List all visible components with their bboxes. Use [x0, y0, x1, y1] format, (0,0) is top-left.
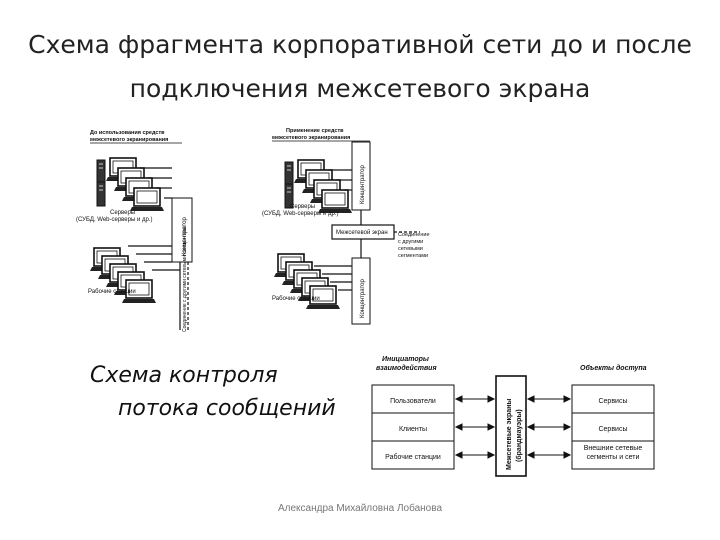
flow-initiators-label-2: взаимодействия — [376, 364, 437, 372]
flow-left-item-1: Пользователи — [390, 398, 436, 405]
flow-objects-label: Объекты доступа — [580, 364, 647, 372]
after-concentrator-bottom-label: Концентратор — [360, 279, 366, 318]
after-servers-label-2: (СУБД, Web-серверы и др.) — [262, 211, 338, 217]
flow-left-item-3: Рабочие станции — [385, 453, 441, 461]
after-concentrator-top-label: Концентратор — [360, 165, 366, 204]
flow-right-item-1: Сервисы — [598, 398, 627, 405]
before-concentrator-label: Концентратор — [182, 217, 188, 256]
diagram-after: Применение средств межсетевого экраниров… — [262, 128, 430, 325]
before-servers-label-1: Серверы — [110, 210, 135, 216]
diagram-flow: Инициаторы взаимодействия Объекты доступ… — [371, 356, 655, 477]
flow-subtitle-line-1: Схема контроля — [90, 363, 278, 388]
after-connection-label-4: сегментами — [398, 253, 428, 259]
author-footer: Александра Михайловна Лобанова — [277, 503, 443, 514]
flow-right-item-2: Сервисы — [598, 426, 627, 433]
before-concentrator — [171, 197, 193, 263]
after-servers-label-1: Серверы — [290, 204, 315, 210]
diagram-before: До использования средств межсетевого экр… — [76, 130, 193, 332]
after-connection-label-3: сетевыми — [398, 246, 423, 252]
before-servers-label-2: (СУБД, Web-серверы и др.) — [76, 217, 152, 223]
after-firewall-label: Межсетевой экран — [336, 229, 388, 236]
flow-right-item-3: Внешние сетевые сегменты и сети — [583, 445, 643, 461]
flow-firewall-label-1: Межсетевые экраны — [506, 399, 513, 470]
flow-initiators-label-1: Инициаторы — [382, 356, 429, 363]
flow-initiators-box — [371, 384, 455, 470]
after-header-line-1: Применение средств — [286, 128, 344, 134]
slide-title-line-2: подключения межсетевого экрана — [129, 74, 591, 103]
after-workstations-label: Рабочие станции — [272, 296, 320, 302]
flow-firewall-box — [495, 375, 527, 477]
after-connection-label-1: Соединение — [398, 232, 430, 238]
flow-left-item-2: Клиенты — [399, 426, 427, 433]
after-connection-label-2: с другими — [398, 239, 423, 245]
flow-firewall-label-2: (брандмауэры) — [515, 409, 523, 462]
flow-objects-box — [571, 384, 655, 470]
flow-subtitle-line-2: потока сообщений — [118, 396, 336, 421]
before-connection-label: Соединение с другими сетевыми сегментами — [182, 226, 188, 332]
after-header-line-2: межсетевого экранирования — [272, 135, 350, 141]
before-header-line-1: До использования средств — [90, 130, 165, 136]
before-servers — [96, 157, 165, 212]
before-header-line-2: межсетевого экранирования — [90, 137, 168, 143]
slide-title-line-1: Схема фрагмента корпоративной сети до и … — [28, 30, 692, 59]
before-workstations-label: Рабочие станции — [88, 289, 136, 295]
